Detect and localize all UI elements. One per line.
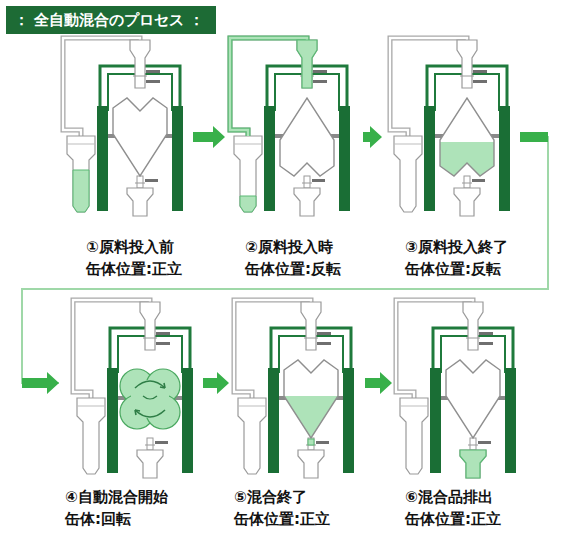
process-step: ③原料投入終了缶体位置:反転: [385, 32, 517, 284]
vessel-position: 缶体位置:反転: [245, 258, 341, 280]
step-caption: ①原料投入前: [86, 236, 174, 258]
vessel-position: 缶体位置:正立: [86, 258, 182, 280]
step-caption: ②原料投入時: [245, 236, 333, 258]
material: [308, 439, 314, 445]
mixer-panel: [73, 300, 193, 478]
mixer-machine: [230, 38, 350, 216]
title-band: ： 全自動混合のプロセス ：: [6, 6, 216, 34]
vessel-position: 缶体位置:反転: [405, 258, 501, 280]
flow-arrow: [22, 132, 548, 394]
material: [240, 196, 256, 212]
vessel: [440, 98, 494, 176]
process-step: ①原料投入前缶体位置:正立: [58, 32, 190, 284]
flow-arrow: [365, 372, 392, 394]
vessel-position: 缶体位置:正立: [405, 508, 501, 530]
material: [460, 450, 486, 478]
material: [297, 40, 317, 88]
mixer-panel: [63, 38, 183, 216]
flow-arrow: [203, 372, 229, 394]
process-step: ⑤混合終了缶体位置:正立: [232, 294, 362, 534]
material: [276, 396, 346, 442]
rotating-vessel: [120, 369, 180, 429]
mixer-panel: [390, 38, 510, 216]
vessel: [113, 98, 167, 176]
step-caption: ③原料投入終了: [405, 236, 508, 258]
vessel-position: 缶体:回転: [65, 508, 131, 530]
mixer-panel: [234, 300, 354, 478]
process-step: ②原料投入時缶体位置:反転: [228, 32, 360, 284]
vessel: [280, 98, 334, 176]
step-caption: ④自動混合開始: [65, 486, 168, 508]
material: [73, 170, 89, 212]
process-step: ④自動混合開始缶体:回転: [62, 294, 200, 534]
mixer-machine: [390, 38, 510, 216]
step-caption: ⑤混合終了: [234, 486, 307, 508]
material: [432, 142, 502, 182]
flow-arrow: [363, 126, 382, 148]
vessel-position: 缶体位置:正立: [234, 508, 330, 530]
mixer-panel: [230, 38, 350, 216]
step-caption: ⑥混合品排出: [405, 486, 493, 508]
process-step: ⑥混合品排出缶体位置:正立: [395, 294, 525, 534]
mixer-machine: [73, 300, 193, 478]
mixer-machine: [234, 300, 354, 478]
mixer-machine: [63, 38, 183, 216]
vessel: [284, 360, 338, 438]
mixer-panel: [396, 300, 516, 478]
mixer-machine: [396, 300, 516, 478]
vessel: [446, 360, 500, 438]
flow-arrow: [193, 126, 225, 148]
